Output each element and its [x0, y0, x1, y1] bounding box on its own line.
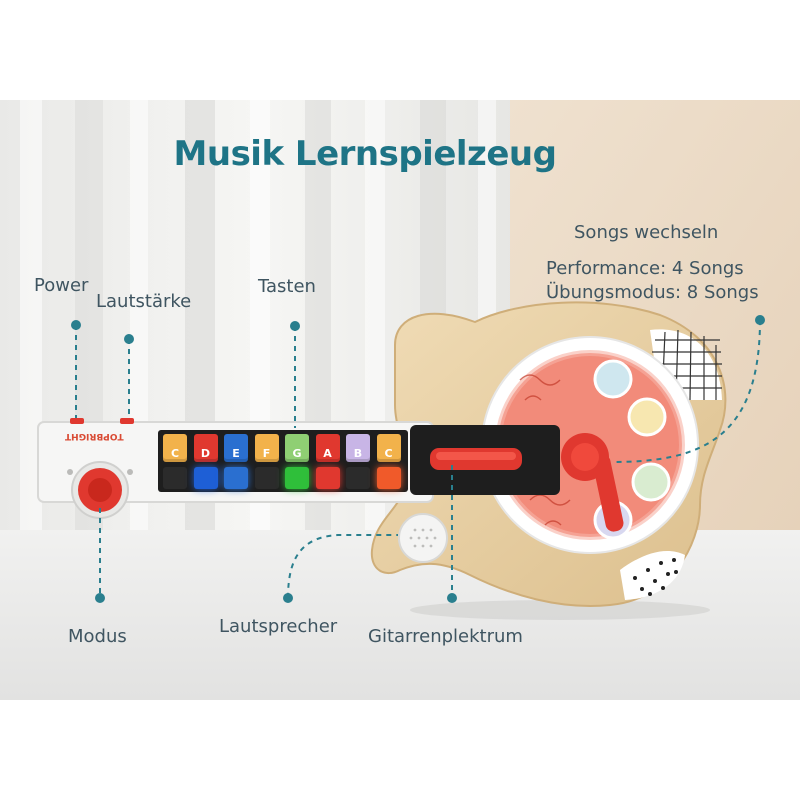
- note-key-label: C: [384, 447, 393, 460]
- dots-pattern: [620, 550, 685, 600]
- callout-dot-power: [71, 320, 81, 330]
- note-light-6: [315, 467, 340, 489]
- callout-dot-mode: [95, 593, 105, 603]
- note-light-3: [224, 467, 248, 489]
- note-key-5[interactable]: G: [285, 434, 309, 462]
- note-light-5: [285, 467, 309, 489]
- label-power: Power: [34, 275, 89, 296]
- note-key-4[interactable]: F: [254, 434, 279, 462]
- callout-dot-speaker: [283, 593, 293, 603]
- callout-dot-pick: [447, 593, 457, 603]
- note-key-label: E: [232, 447, 240, 460]
- callout-dot-volume: [124, 334, 134, 344]
- note-key-label: C: [170, 447, 180, 460]
- label-songs-performance: Performance: 4 Songs: [546, 258, 744, 279]
- callout-dot-keys: [290, 321, 300, 331]
- note-light-4: [254, 467, 279, 489]
- note-light-7: [346, 467, 370, 489]
- label-pick: Gitarrenplektrum: [368, 626, 523, 647]
- label-volume: Lautstärke: [96, 291, 192, 312]
- note-light-8: [376, 467, 401, 489]
- note-key-label: F: [262, 447, 271, 460]
- label-keys: Tasten: [258, 276, 316, 297]
- note-key-3[interactable]: E: [224, 434, 248, 462]
- scene-background: [0, 100, 800, 700]
- callout-dot-songs: [755, 315, 765, 325]
- note-key-8[interactable]: C: [376, 434, 401, 462]
- brand-logo-text: TOPBRIGHT: [65, 431, 124, 441]
- note-key-1[interactable]: C: [163, 434, 187, 462]
- note-key-7[interactable]: B: [346, 434, 370, 462]
- note-light-1: [163, 467, 187, 489]
- note-light-2: [193, 467, 218, 489]
- scene-svg: [0, 100, 800, 700]
- note-key-2[interactable]: D: [193, 434, 218, 462]
- note-key-label: D: [200, 447, 211, 460]
- note-key-6[interactable]: A: [315, 434, 340, 462]
- note-key-label: B: [353, 447, 363, 460]
- label-speaker: Lautsprecher: [219, 616, 338, 637]
- page-title: Musik Lernspielzeug: [173, 134, 557, 174]
- label-mode: Modus: [68, 626, 127, 647]
- label-songs-title: Songs wechseln: [574, 222, 719, 243]
- note-key-label: G: [292, 447, 302, 460]
- label-songs-practice: Übungsmodus: 8 Songs: [546, 282, 759, 303]
- note-key-label: A: [323, 447, 332, 460]
